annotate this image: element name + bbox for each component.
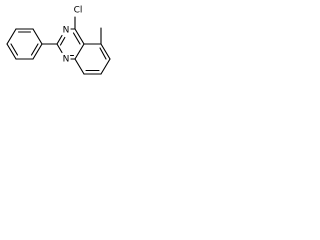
bond-c5-c6-double — [99, 47, 107, 60]
bond-c4-c4a — [74, 28, 85, 45]
atom-label-cl: Cl — [74, 6, 83, 16]
bond-c5-c6 — [100, 43, 111, 60]
benzo-ring — [74, 43, 111, 75]
bond-ph-double-c — [30, 43, 39, 56]
bond-n1-c2 — [56, 43, 63, 54]
atom-label-n1: N — [63, 55, 70, 65]
bond-c2-n3 — [56, 34, 63, 45]
bond-c8-c8a — [74, 58, 85, 75]
bond-c2-n3-double — [59, 36, 66, 46]
phenyl-ring — [6, 28, 43, 60]
bond-c6-c7 — [100, 58, 111, 75]
bond-ph1 — [32, 28, 43, 45]
atom-label-n3: N — [63, 26, 70, 36]
bond-c4a-c8a — [74, 43, 85, 60]
bond-ph3 — [6, 28, 17, 45]
bond-c4-c4a-double — [72, 32, 81, 45]
bond-ph4 — [6, 43, 17, 60]
pyrimidine-ring — [56, 28, 85, 60]
bond-ph6 — [32, 43, 43, 60]
chemical-structure: Cl N N — [6, 6, 111, 75]
bond-ph-double-b — [10, 43, 19, 56]
